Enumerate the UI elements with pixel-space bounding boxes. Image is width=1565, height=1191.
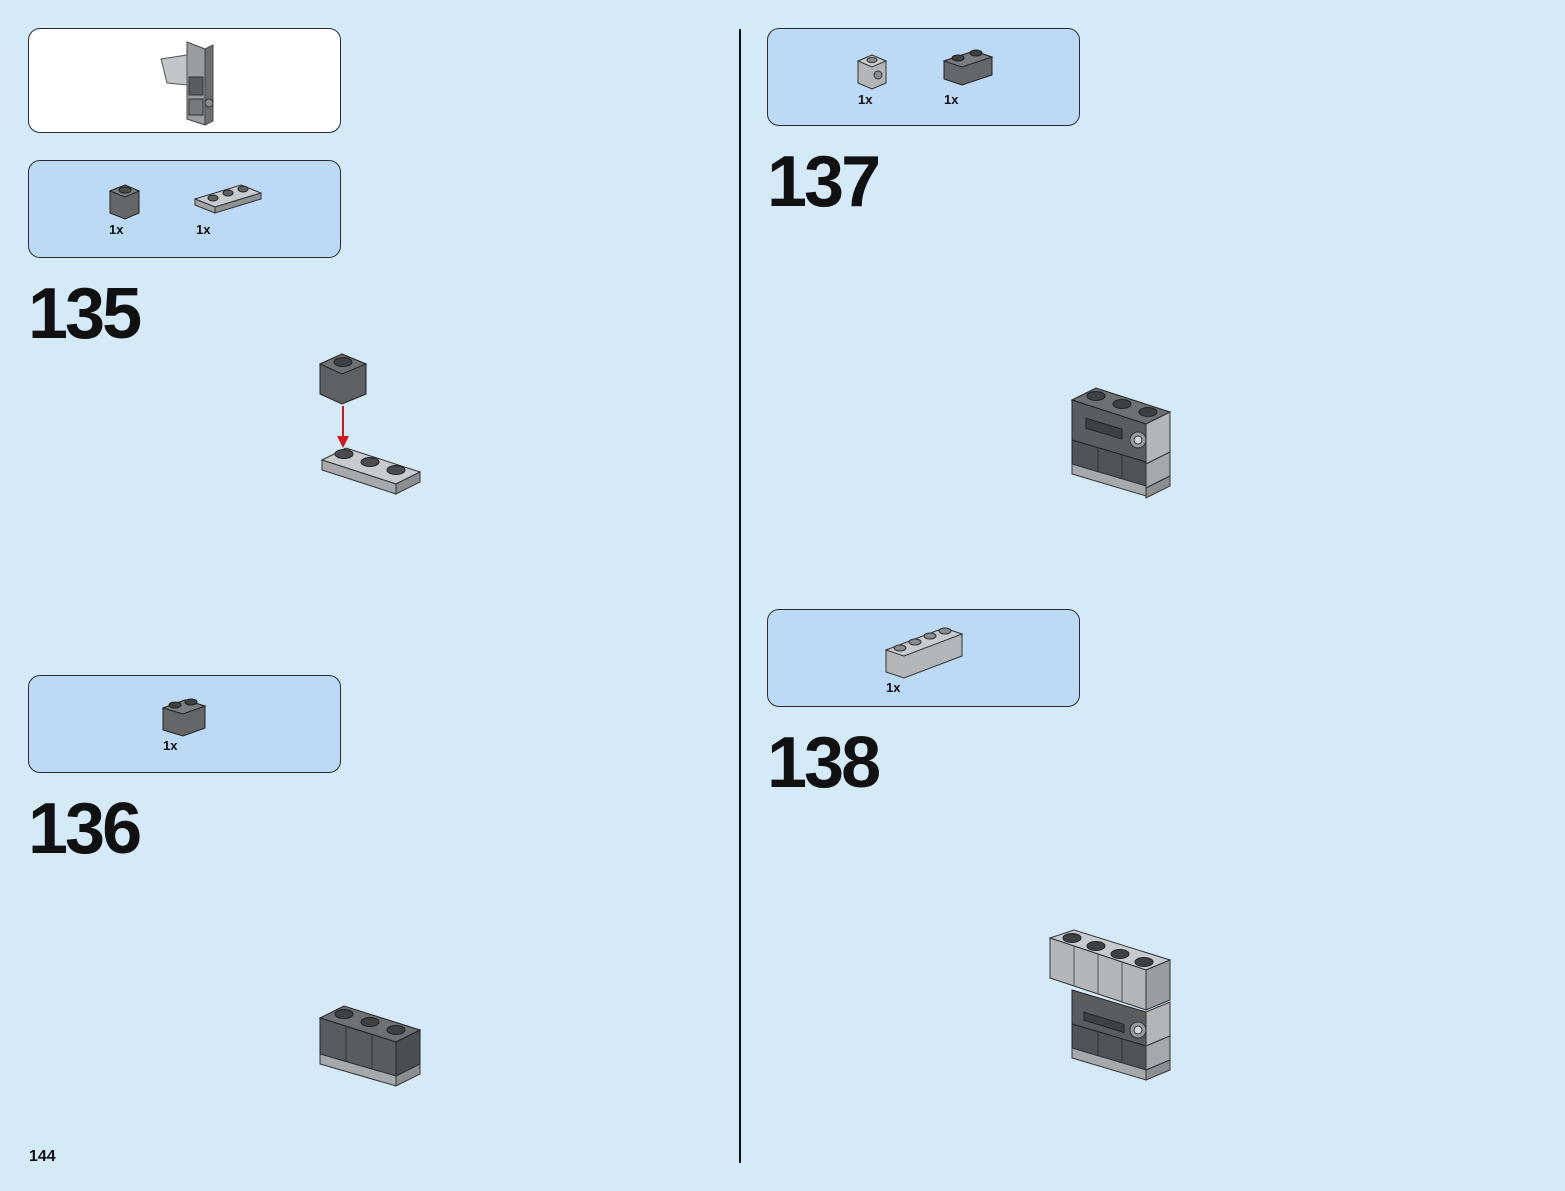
step-number-137: 137 [767,142,881,222]
brick-1x2-dark-grey-icon [161,698,207,737]
parts-callout-step-138: 1x [767,609,1080,707]
part-quantity: 1x [196,222,211,237]
part-quantity: 1x [944,92,959,107]
step-135-assembly-illustration [318,353,422,495]
brick-1x1-dark-grey-icon [108,184,141,220]
previous-model-thumbnail [28,28,341,133]
brick-1x4-light-grey-icon [884,627,964,679]
previous-model-illustration [160,41,214,126]
part-quantity: 1x [858,92,873,107]
part-quantity: 1x [109,222,124,237]
step-number-135: 135 [28,274,142,354]
step-138-assembly-illustration [1048,929,1172,1081]
part-quantity: 1x [163,738,178,753]
step-number-138: 138 [767,723,881,803]
parts-callout-step-137: 1x 1x [767,28,1080,126]
step-number-136: 136 [28,789,142,869]
page-divider [739,29,741,1163]
plate-1x3-light-grey-icon [193,184,263,214]
step-137-assembly-illustration [1070,387,1172,499]
step-136-assembly-illustration [318,1005,422,1087]
parts-callout-step-135: 1x 1x [28,160,341,258]
brick-1x2-dark-grey-icon [942,49,994,86]
brick-1x1-with-stud-on-side-light-grey-icon [856,54,888,90]
part-quantity: 1x [886,680,901,695]
page-number: 144 [29,1148,56,1165]
parts-callout-step-136: 1x [28,675,341,773]
